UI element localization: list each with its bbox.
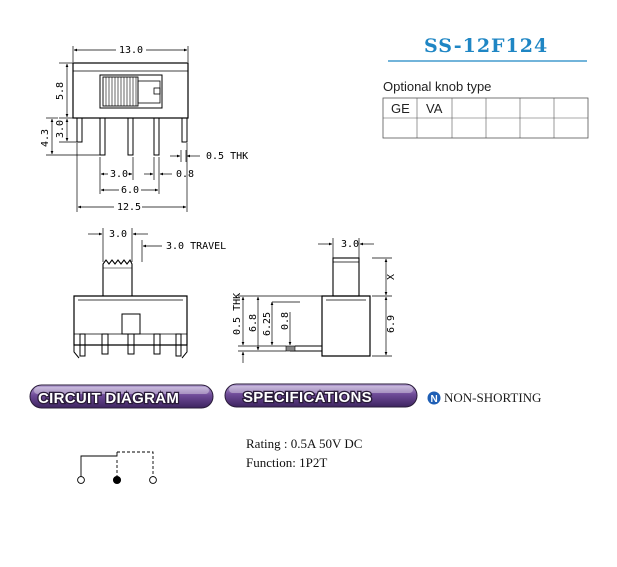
knob-table-title: Optional knob type	[383, 79, 491, 94]
non-shorting-indicator: N NON-SHORTING	[427, 390, 541, 405]
spec-rating: Rating : 0.5A 50V DC	[246, 436, 362, 451]
side-view-dimensions: 3.0 X 6.9 0.5 THK 6.8 6.25 0.8	[232, 239, 397, 336]
non-shorting-badge-letter: N	[431, 394, 438, 405]
dim-body-height: 5.8	[55, 82, 66, 100]
circuit-diagram	[77, 451, 157, 485]
front-view-drawing	[73, 228, 188, 359]
dim-height-6-8: 6.8	[248, 314, 259, 332]
non-shorting-label: NON-SHORTING	[444, 390, 541, 405]
dim-height-6-25: 6.25	[262, 312, 273, 336]
model-title: SS-12F124	[424, 35, 548, 57]
dim-pin-width: 0.8	[176, 169, 194, 180]
spec-function: Function: 1P2T	[246, 455, 327, 470]
specifications-text: Rating : 0.5A 50V DC Function: 1P2T	[246, 436, 362, 470]
knob-cell-va: VA	[426, 101, 443, 116]
knob-type-table: Optional knob type GE VA	[382, 79, 589, 139]
dim-knob-height-x: X	[386, 274, 397, 280]
specifications-label: SPECIFICATIONS	[243, 389, 372, 406]
terminal-open-right	[149, 476, 157, 484]
circuit-diagram-label: CIRCUIT DIAGRAM	[38, 390, 179, 407]
dim-base-width: 12.5	[117, 202, 141, 213]
dim-offset-0-8: 0.8	[280, 312, 291, 330]
dim-thickness: 0.5 THK	[232, 293, 243, 335]
specifications-banner: SPECIFICATIONS	[224, 383, 418, 408]
dim-pin-thickness: 0.5 THK	[206, 151, 248, 162]
dim-travel: 3.0 TRAVEL	[166, 241, 226, 252]
top-view-dimensions: 13.0 5.8 3.0 4.3 0.5 THK 3.0 0.8 6.0 12.…	[40, 43, 248, 213]
terminal-open-left	[77, 476, 85, 484]
dim-outer-pin-span: 6.0	[121, 185, 139, 196]
knob-cell-ge: GE	[391, 101, 410, 116]
dim-knob-depth: 3.0	[341, 239, 359, 250]
dim-pin-pitch: 3.0	[110, 169, 128, 180]
dim-height-6-9: 6.9	[386, 315, 397, 333]
dim-overall-width: 13.0	[119, 45, 143, 56]
front-view-dimensions: 3.0 3.0 TRAVEL	[109, 229, 226, 252]
circuit-diagram-banner: CIRCUIT DIAGRAM	[29, 384, 214, 409]
dim-pin-length-small: 3.0	[55, 120, 66, 138]
top-view-drawing	[46, 46, 200, 212]
model-title-group: SS-12F124	[388, 35, 587, 62]
dim-knob-width: 3.0	[109, 229, 127, 240]
non-shorting-badge-icon	[427, 391, 441, 405]
terminal-common	[112, 475, 122, 485]
side-view-drawing	[238, 238, 392, 363]
dim-pin-length-total: 4.3	[40, 129, 51, 147]
